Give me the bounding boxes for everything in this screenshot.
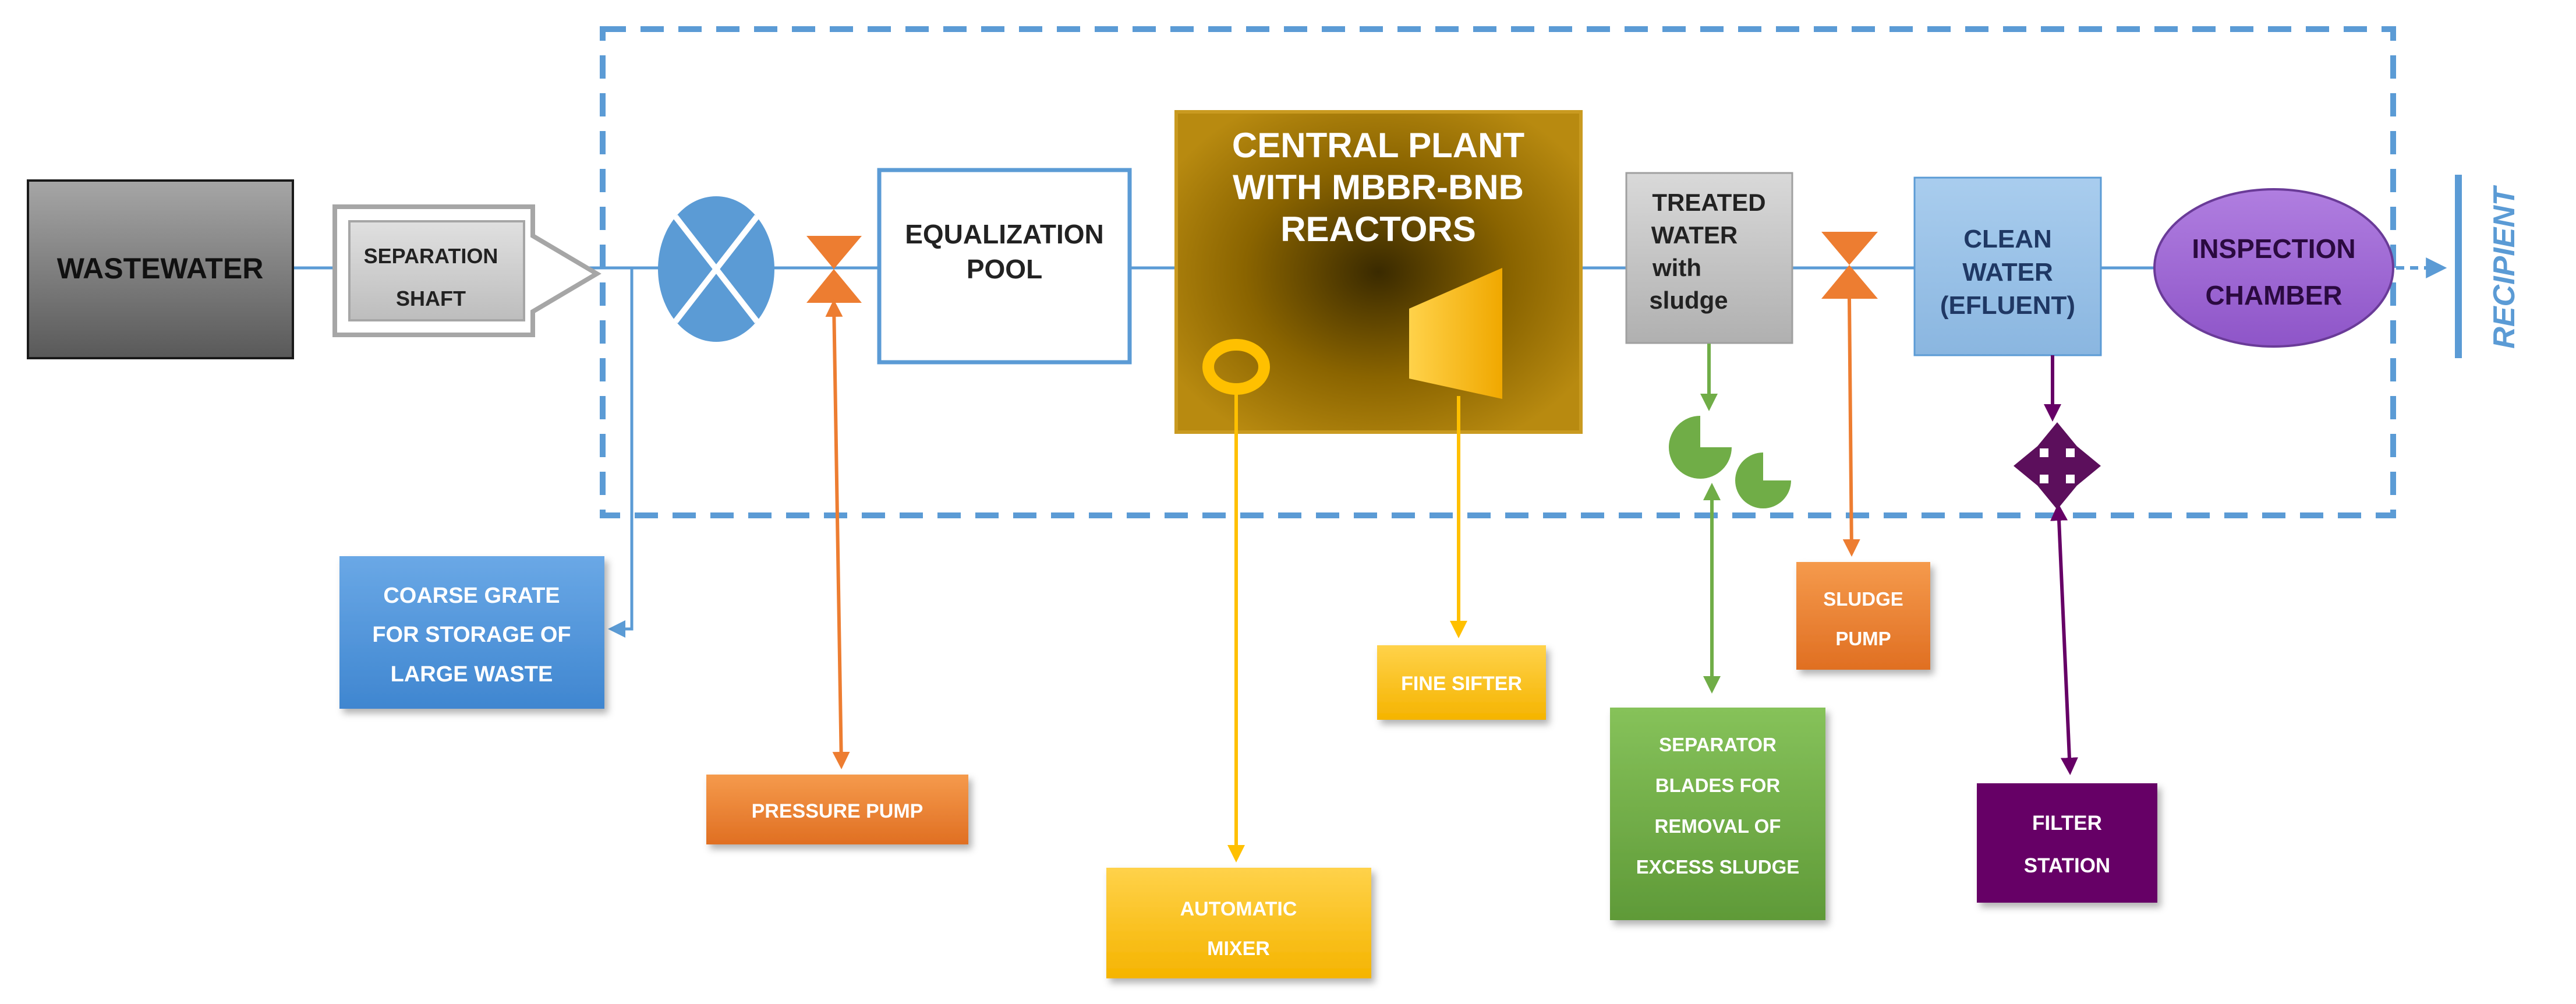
clean-water-node: CLEAN WATER (EFLUENT) [1913,176,2102,356]
inspection-chamber-label-1: INSPECTION [2192,234,2355,264]
valve-x-icon [658,196,774,342]
wastewater-node: WASTEWATER [27,179,294,359]
wastewater-label: WASTEWATER [57,252,264,285]
separator-blades-box: SEPARATOR BLADES FOR REMOVAL OF EXCESS S… [1610,708,1825,920]
filter-station-label-2: STATION [2024,854,2110,877]
treated-water-label-2: WATER [1651,221,1738,249]
sludge-pump-connector [1842,298,1860,557]
central-plant-label-1: CENTRAL PLANT [1232,126,1524,165]
separator-blades-label-4: EXCESS SLUDGE [1636,856,1800,878]
central-plant-label-3: REACTORS [1280,210,1476,249]
automatic-mixer-box: AUTOMATIC MIXER [1106,868,1371,978]
treated-water-node: TREATED WATER with sludge [1625,172,1793,344]
coarse-grate-box: COARSE GRATE FOR STORAGE OF LARGE WASTE [339,556,604,709]
pressure-pump-label: PRESSURE PUMP [752,800,923,822]
sludge-pump-label-1: SLUDGE [1823,588,1903,610]
sludge-pump-bowtie-icon [1821,232,1878,299]
separation-shaft-label-2: SHAFT [396,287,466,310]
coarse-grate-label-3: LARGE WASTE [391,662,553,687]
funnel-sifter-icon [1409,268,1502,399]
separation-shaft-node: SEPARATION SHAFT [332,204,601,337]
fine-sifter-box: FINE SIFTER [1377,645,1546,720]
sludge-pump-label-2: PUMP [1835,628,1891,649]
filter-station-label-1: FILTER [2032,812,2102,835]
coarse-grate-label-2: FOR STORAGE OF [372,623,571,647]
clean-water-label-3: (EFLUENT) [1940,291,2075,320]
separation-shaft-label-1: SEPARATION [364,244,498,268]
automatic-mixer-label-1: AUTOMATIC [1180,898,1297,920]
equalization-pool-node: EQUALIZATION POOL [877,168,1132,365]
equalization-pool-label-1: EQUALIZATION [905,219,1104,249]
treated-water-label-1: TREATED [1652,189,1765,216]
inspection-chamber-label-2: CHAMBER [2205,280,2342,310]
inspection-chamber-node: INSPECTION CHAMBER [2153,188,2394,348]
pressure-pump-box: PRESSURE PUMP [706,775,968,844]
pressure-pump-connector [825,299,850,769]
four-way-arrow-icon [2014,422,2101,510]
sludge-pump-box: SLUDGE PUMP [1796,562,1930,670]
equalization-pool-label-2: POOL [967,254,1042,284]
clean-water-label-1: CLEAN [1963,225,2052,253]
filter-station-box: FILTER STATION [1977,783,2157,903]
coarse-grate-label-1: COARSE GRATE [383,584,560,608]
treated-water-label-3: with [1652,254,1701,281]
clean-water-label-2: WATER [1962,258,2053,287]
recipient-label: RECIPIENT [2487,185,2521,349]
ring-mixer-icon [1202,339,1270,395]
separator-blades-label-1: SEPARATOR [1659,734,1777,755]
separator-blades-label-3: REMOVAL OF [1655,815,1781,837]
coarse-grate-connector [608,268,634,638]
fine-sifter-label: FINE SIFTER [1401,673,1522,695]
filter-station-connector [2050,503,2078,775]
treated-water-label-4: sludge [1649,287,1728,314]
central-plant-label-2: WITH MBBR-BNB [1233,168,1524,207]
automatic-mixer-label-2: MIXER [1207,938,1270,960]
pressure-pump-bowtie-icon [806,236,862,303]
pie-blades-icon [1669,416,1791,508]
central-plant-node: CENTRAL PLANT WITH MBBR-BNB REACTORS [1174,110,1583,434]
separator-blades-label-2: BLADES FOR [1655,775,1781,796]
